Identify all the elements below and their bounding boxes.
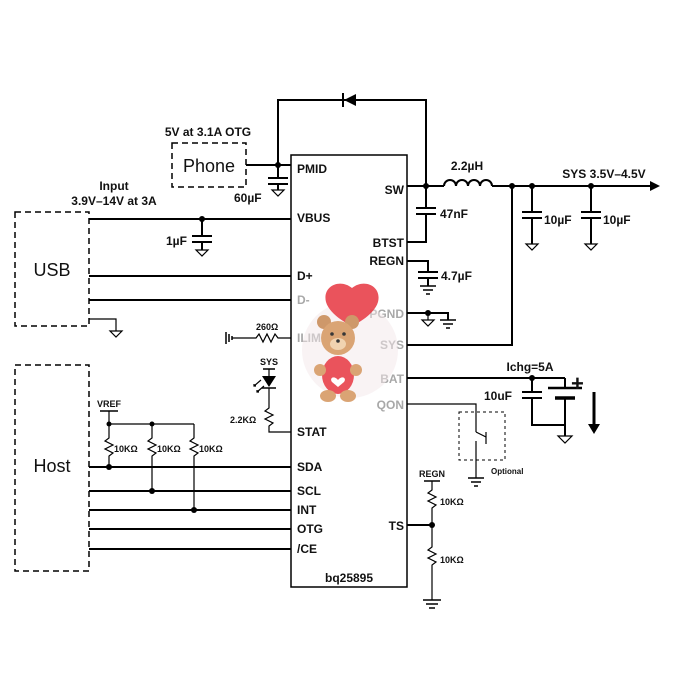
bootstrap-diode (277, 93, 427, 186)
optional-label: Optional (491, 467, 523, 476)
pullup-value-1: 10KΩ (114, 444, 138, 454)
qon-push-button (468, 431, 487, 487)
vbus-capacitor (192, 219, 212, 257)
bat-cap-value: 10uF (484, 389, 512, 403)
ts-supply-label: REGN (419, 469, 445, 479)
usb-block (14, 211, 90, 327)
inductor-value: 2.2µH (451, 159, 483, 173)
charge-direction-arrow (588, 392, 600, 434)
host-label: Host (33, 456, 70, 476)
sys-cap-1-value: 10µF (544, 213, 572, 227)
pullup-value-2: 10KΩ (157, 444, 181, 454)
pin-sda: SDA (297, 460, 323, 474)
sys-output-label: SYS 3.5V–4.5V (562, 167, 645, 181)
pin-otg: OTG (297, 522, 323, 536)
pin-btst: BTST (373, 236, 405, 250)
pin-int: INT (297, 503, 317, 517)
pin-ts: TS (389, 519, 404, 533)
otg-rating-label: 5V at 3.1A OTG (165, 125, 251, 139)
input-title: Input (99, 179, 128, 193)
bat-capacitor (522, 378, 565, 426)
vref-label: VREF (97, 399, 122, 409)
usb-label: USB (33, 260, 70, 280)
chip-name: bq25895 (325, 571, 373, 585)
pin-dplus: D+ (297, 269, 313, 283)
pin-scl: SCL (297, 484, 321, 498)
phone-label: Phone (183, 156, 235, 176)
pin-ce: /CE (297, 542, 317, 556)
battery-plus-sign: + (571, 371, 584, 396)
stat-resistor (263, 388, 291, 433)
pin-bat: BAT (380, 372, 404, 386)
pin-pgnd: PGND (369, 307, 404, 321)
btst-cap-value: 47nF (440, 207, 468, 221)
pmid-capacitor (268, 165, 288, 197)
regn-cap-value: 4.7µF (441, 269, 472, 283)
ts-resistor-bottom (423, 525, 441, 609)
pullup-value-3: 10KΩ (199, 444, 223, 454)
ts-resistor-bottom-value: 10KΩ (440, 555, 464, 565)
pin-pmid: PMID (297, 162, 327, 176)
sys-capacitor-1 (522, 186, 542, 251)
optional-switch-block (458, 411, 506, 461)
pin-sw: SW (385, 183, 405, 197)
pin-ilim: ILIM (297, 331, 321, 345)
battery (548, 378, 582, 444)
ilim-resistor-value: 260Ω (256, 322, 278, 332)
vbus-cap-value: 1µF (166, 234, 187, 248)
led-supply-label: SYS (260, 357, 278, 367)
teddy-bear-watermark (302, 283, 398, 402)
charge-current-label: Ichg=5A (506, 360, 553, 374)
inductor (443, 179, 493, 187)
ilim-resistor (225, 332, 291, 344)
sys-cap-2-value: 10µF (603, 213, 631, 227)
pullup-resistors (103, 424, 200, 510)
ts-resistor-top (426, 481, 438, 525)
stat-led (253, 369, 276, 393)
pin-sys: SYS (380, 338, 404, 352)
pin-qon: QON (377, 398, 404, 412)
regn-capacitor (407, 260, 438, 295)
input-range: 3.9V–14V at 3A (71, 194, 157, 208)
sys-capacitor-2 (581, 186, 601, 251)
btst-capacitor (407, 186, 436, 243)
pmid-cap-value: 60µF (234, 191, 262, 205)
pin-regn: REGN (369, 254, 404, 268)
stat-resistor-value: 2.2KΩ (230, 415, 256, 425)
ts-resistor-top-value: 10KΩ (440, 497, 464, 507)
pin-stat: STAT (297, 425, 327, 439)
pin-dminus: D- (297, 293, 310, 307)
pin-vbus: VBUS (297, 211, 330, 225)
